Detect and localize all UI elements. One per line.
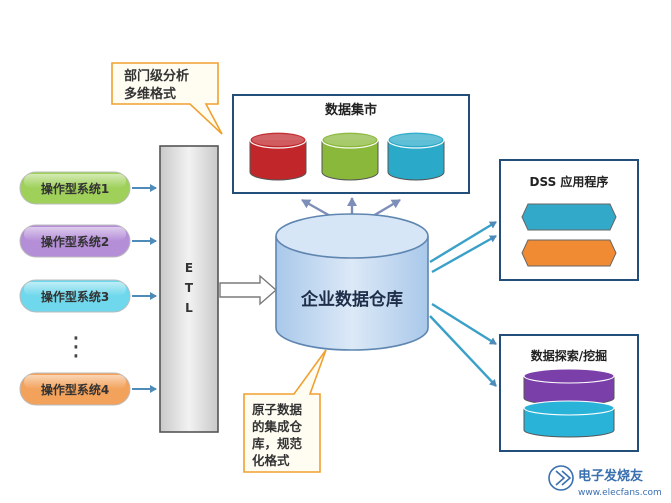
source-system-3: 操作型系统3 xyxy=(19,279,157,313)
source-system-4: 操作型系统4 xyxy=(19,372,157,406)
callout-bottom-line: 的集成仓 xyxy=(252,419,303,434)
callout-top-line1: 部门级分析 xyxy=(124,68,189,84)
source-system-label: 操作型系统2 xyxy=(41,234,109,249)
callout-bottom-line: 化格式 xyxy=(252,453,290,468)
etl-to-warehouse-arrow xyxy=(219,274,278,306)
callout-department-analysis: 部门级分析 多维格式 xyxy=(111,62,223,135)
warehouse-label: 企业数据仓库 xyxy=(300,289,403,310)
source-system-label: 操作型系统4 xyxy=(41,382,109,397)
enterprise-data-warehouse: 企业数据仓库 xyxy=(275,213,429,351)
callout-top-line2: 多维格式 xyxy=(124,86,176,102)
mining-title: 数据探索/挖掘 xyxy=(531,348,607,363)
etl-letter: T xyxy=(185,281,194,295)
watermark: 电子发烧友 www.elecfans.com xyxy=(548,465,662,498)
source-system-label: 操作型系统1 xyxy=(41,181,109,196)
arrows-to-applications xyxy=(429,220,497,387)
watermark-url: www.elecfans.com xyxy=(578,488,662,498)
callout-bottom-line: 原子数据 xyxy=(252,402,303,417)
dss-title: DSS 应用程序 xyxy=(530,174,609,189)
data-mart-cylinders xyxy=(249,131,445,181)
elecfans-logo-icon xyxy=(548,465,574,491)
mining-disk-2 xyxy=(523,400,615,438)
etl-letter: E xyxy=(185,261,193,275)
source-systems: 操作型系统1 操作型系统2 操作型系统3 操作型系统4 xyxy=(19,171,157,406)
watermark-brand: 电子发烧友 xyxy=(578,468,643,484)
source-system-label: 操作型系统3 xyxy=(41,289,109,304)
data-mart-title: 数据集市 xyxy=(325,102,377,118)
dss-bar-1 xyxy=(521,203,617,231)
etl-bar: ETL xyxy=(159,145,219,433)
data-mart-box: 数据集市 xyxy=(232,94,470,194)
source-system-2: 操作型系统2 xyxy=(19,224,157,258)
data-mart-cylinder-3 xyxy=(387,131,445,181)
data-mining-box: 数据探索/挖掘 xyxy=(499,334,639,452)
dss-application-box: DSS 应用程序 xyxy=(499,159,639,281)
data-mart-cylinder-2 xyxy=(321,131,379,181)
source-system-1: 操作型系统1 xyxy=(19,171,157,205)
data-mart-cylinder-1 xyxy=(249,131,307,181)
etl-letter: L xyxy=(185,301,193,315)
mining-disk-1 xyxy=(523,368,615,406)
callout-bottom-line: 库，规范 xyxy=(252,436,303,451)
ellipsis: ⋮ xyxy=(63,332,89,362)
dss-bar-2 xyxy=(521,239,617,267)
